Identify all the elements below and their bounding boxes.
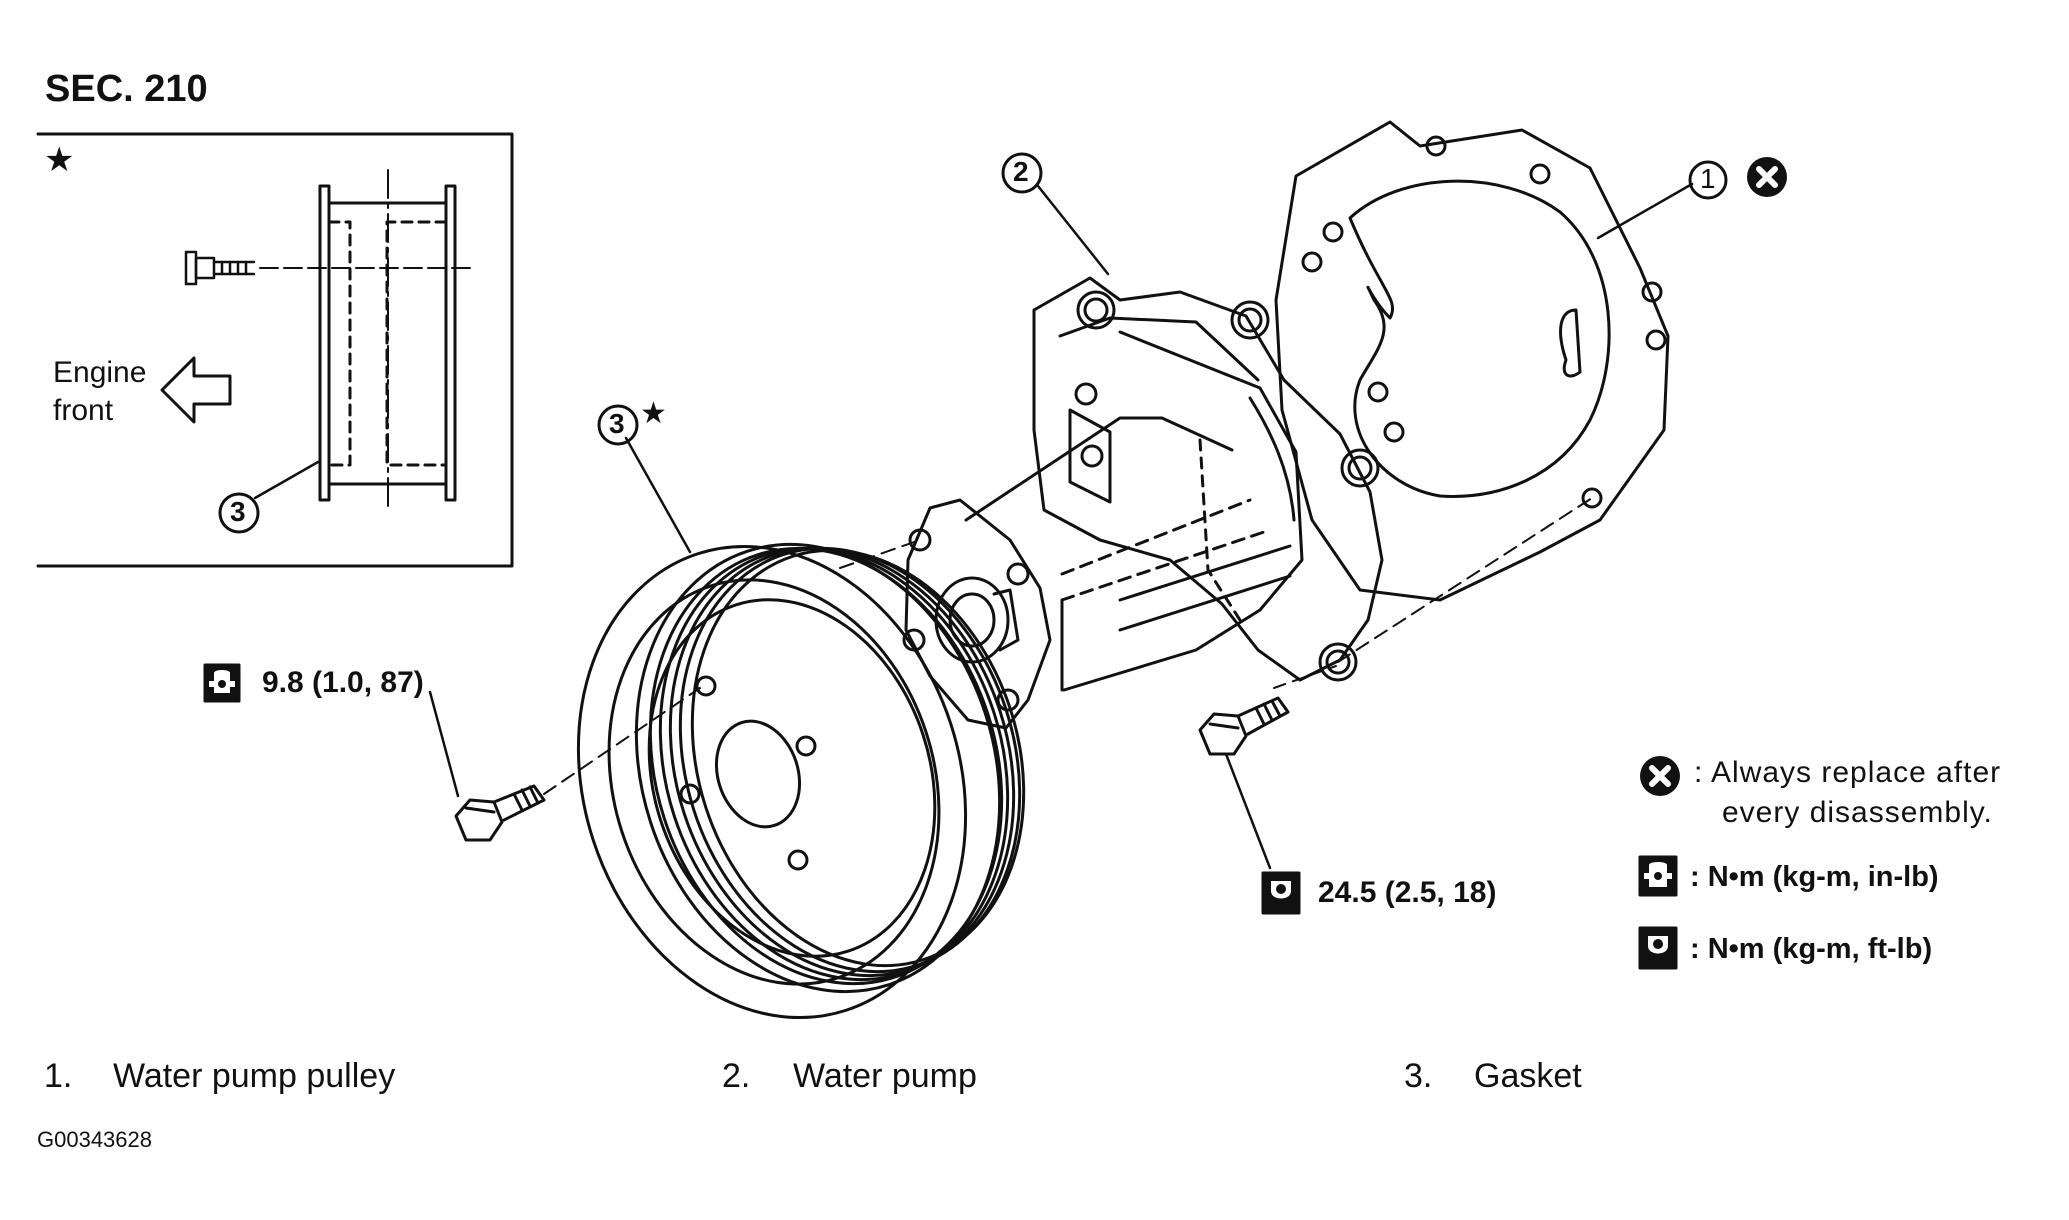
- water-pump: [902, 152, 1384, 730]
- part-1-label: Water pump pulley: [113, 1057, 396, 1095]
- pulley-callout-circle: [597, 404, 639, 446]
- replace-x-icon: [1640, 756, 1680, 796]
- figure-id: G00343628: [37, 1127, 152, 1152]
- gasket: [1274, 120, 1728, 602]
- star-icon: ★: [640, 397, 667, 430]
- legend-replace-line2: every disassembly.: [1722, 796, 1993, 829]
- section-title: SEC. 210: [45, 68, 208, 110]
- torque-inlb-icon: [1638, 855, 1678, 897]
- torque-ftlb-icon: [1638, 926, 1678, 970]
- engine-front-label-line2: front: [53, 394, 114, 427]
- inset-bolt: [184, 250, 256, 286]
- part-3-label: Gasket: [1474, 1057, 1582, 1095]
- inset-callout-number: 3: [230, 496, 246, 527]
- inset-panel: [36, 132, 514, 568]
- engine-front-label-line1: Engine: [53, 356, 147, 389]
- pulley-bolt: [428, 687, 701, 842]
- gasket-callout-number: 1: [1700, 163, 1716, 194]
- pump-bolt-torque: 24.5 (2.5, 18): [1318, 876, 1497, 909]
- pump-callout-number: 2: [1013, 156, 1029, 187]
- pump-callout-circle: [1001, 152, 1043, 194]
- replace-x-icon: [1747, 157, 1787, 197]
- arrow-left-outline-icon: [160, 356, 232, 424]
- torque-ftlb-icon: [1261, 871, 1301, 915]
- legend-replace-line1: : Always replace after: [1694, 756, 2002, 789]
- gasket-callout-circle: [1688, 160, 1728, 200]
- inset-callout-circle: [218, 492, 260, 534]
- pulley-callout-number: 3: [609, 408, 625, 439]
- part-1-number: 1.: [44, 1057, 73, 1095]
- pulley-bolt-torque: 9.8 (1.0, 87): [262, 666, 424, 699]
- legend-nm-inlb: : N•m (kg-m, in-lb): [1690, 861, 1939, 893]
- pump-bolt: [1198, 696, 1290, 870]
- water-pump-pulley: [576, 404, 1026, 1020]
- torque-inlb-icon: [203, 663, 241, 703]
- part-2-label: Water pump: [793, 1057, 977, 1095]
- legend-nm-ftlb: : N•m (kg-m, ft-lb): [1690, 933, 1933, 965]
- part-2-number: 2.: [722, 1057, 751, 1095]
- part-3-number: 3.: [1404, 1057, 1433, 1095]
- star-icon: ★: [44, 141, 75, 179]
- pulley-cross-section: [259, 169, 471, 513]
